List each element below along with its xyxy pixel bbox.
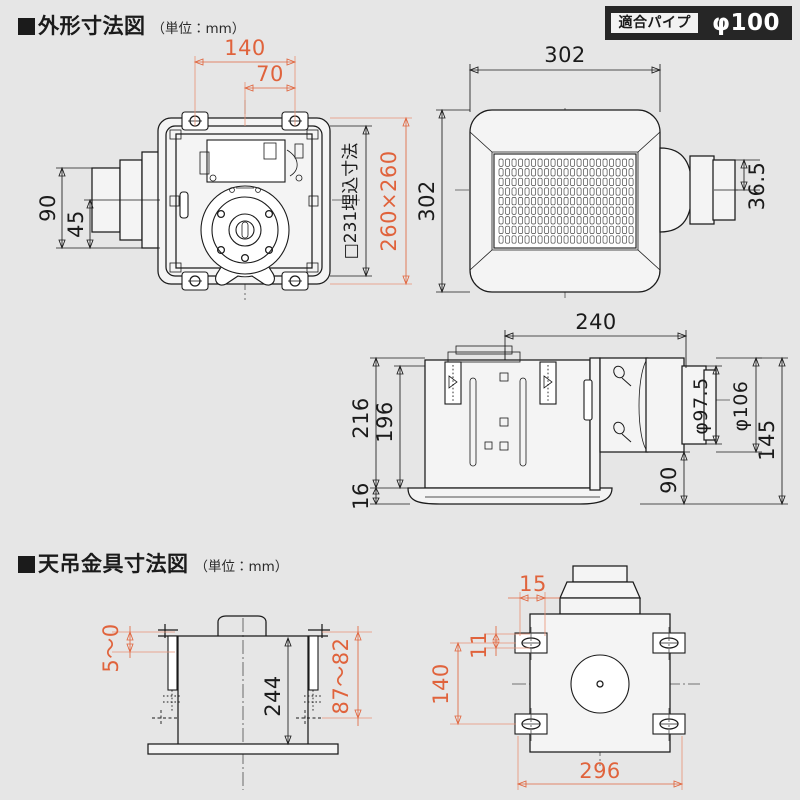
dim-label-phi106: φ106: [730, 381, 752, 432]
dimension-15: 15: [508, 572, 560, 636]
dim-label-260x260: 260×260: [377, 150, 401, 251]
filled-square-icon: [18, 556, 35, 573]
section-title: 天吊金具寸法図: [38, 552, 189, 576]
hanger-screws-section: [444, 361, 557, 405]
view-top-plan: 140 70 90: [36, 36, 412, 300]
dim-label-302-height: 302: [415, 180, 439, 222]
dimension-phi97-5: φ97.5: [684, 364, 722, 446]
dimension-16: 16: [349, 482, 410, 510]
dim-label-45-plan: 45: [64, 210, 88, 238]
dim-label-140-plan: 140: [429, 663, 453, 705]
dim-label-16: 16: [349, 482, 373, 510]
view-front-grille: 302 302 36.5: [415, 43, 769, 300]
dimension-45-plan: 45: [64, 198, 160, 250]
dimension-302-width: 302: [468, 43, 662, 112]
dim-label-140: 140: [224, 36, 266, 60]
section-heading-outline: 外形寸法図 （単位：mm）: [18, 10, 245, 40]
dimension-90-section: 90: [640, 450, 690, 506]
hanger-arm-right: [296, 624, 330, 726]
dim-label-87-82: 87〜82: [329, 638, 353, 715]
dim-label-70: 70: [256, 62, 284, 86]
duct-neck-plan: [559, 565, 641, 615]
view-bracket-front: 5〜0 244 87〜82: [99, 615, 372, 790]
dimension-90-plan: 90: [36, 166, 160, 250]
view-side-section: 240 216 196: [349, 310, 788, 510]
duct-section: [583, 357, 717, 491]
section-title: 外形寸法図: [38, 14, 146, 38]
dimension-140-plan: 140: [429, 641, 516, 726]
dimension-36-5: 36.5: [714, 158, 769, 211]
grille-slots: [498, 158, 634, 244]
dimension-87-82: 87〜82: [322, 626, 372, 726]
dim-label-phi97-5: φ97.5: [690, 377, 712, 434]
fan-hub-plan: [200, 185, 290, 286]
dim-label-15: 15: [519, 572, 547, 596]
view-bracket-plan: 15 11 140: [429, 565, 700, 790]
dimension-phi106: φ106: [716, 356, 762, 454]
dimension-216: 216: [349, 356, 425, 490]
dim-label-302-width: 302: [544, 43, 586, 67]
dimension-296: 296: [516, 736, 684, 790]
dim-label-231-embed: □231埋込寸法: [341, 143, 361, 260]
dim-label-90-plan: 90: [36, 194, 60, 222]
corner-brackets-plan: [169, 129, 319, 273]
pipe-badge-value: φ100: [711, 9, 780, 36]
control-box-plan: [199, 139, 304, 183]
section-heading-bracket: 天吊金具寸法図 （単位：mm）: [18, 548, 288, 578]
dimension-145: 145: [690, 356, 788, 506]
dim-label-240: 240: [575, 310, 617, 334]
dim-label-36-5: 36.5: [745, 162, 769, 211]
pipe-badge-chip-label: 適合パイプ: [611, 13, 698, 33]
dimension-260x260: 260×260: [330, 116, 412, 286]
dimension-5-0: 5〜0: [99, 623, 175, 673]
filled-square-icon: [18, 18, 35, 35]
dimension-11: 11: [467, 626, 530, 659]
dim-label-244: 244: [261, 675, 285, 717]
dim-label-216: 216: [349, 397, 373, 439]
dimension-196: 196: [373, 364, 425, 490]
dim-label-90-section: 90: [657, 466, 681, 494]
pipe-compatibility-badge: 適合パイプ φ100: [605, 6, 792, 40]
dimension-240: 240: [503, 310, 688, 368]
duct-stub-front: [659, 147, 736, 233]
section-unit-note: （単位：mm）: [151, 21, 246, 37]
dim-label-11: 11: [467, 631, 491, 659]
dim-label-296: 296: [579, 759, 621, 783]
hanger-arm-left: [152, 624, 182, 726]
dim-label-5-0: 5〜0: [99, 623, 123, 672]
dim-label-145: 145: [755, 419, 779, 461]
dim-label-196: 196: [373, 401, 397, 443]
dimension-244: 244: [261, 636, 292, 746]
dimension-302-height: 302: [415, 108, 470, 294]
section-unit-note: （単位：mm）: [194, 559, 289, 575]
dimension-140: 140: [193, 36, 297, 126]
dimension-70: 70: [243, 62, 297, 126]
dimension-231-embed: □231埋込寸法: [330, 124, 372, 278]
